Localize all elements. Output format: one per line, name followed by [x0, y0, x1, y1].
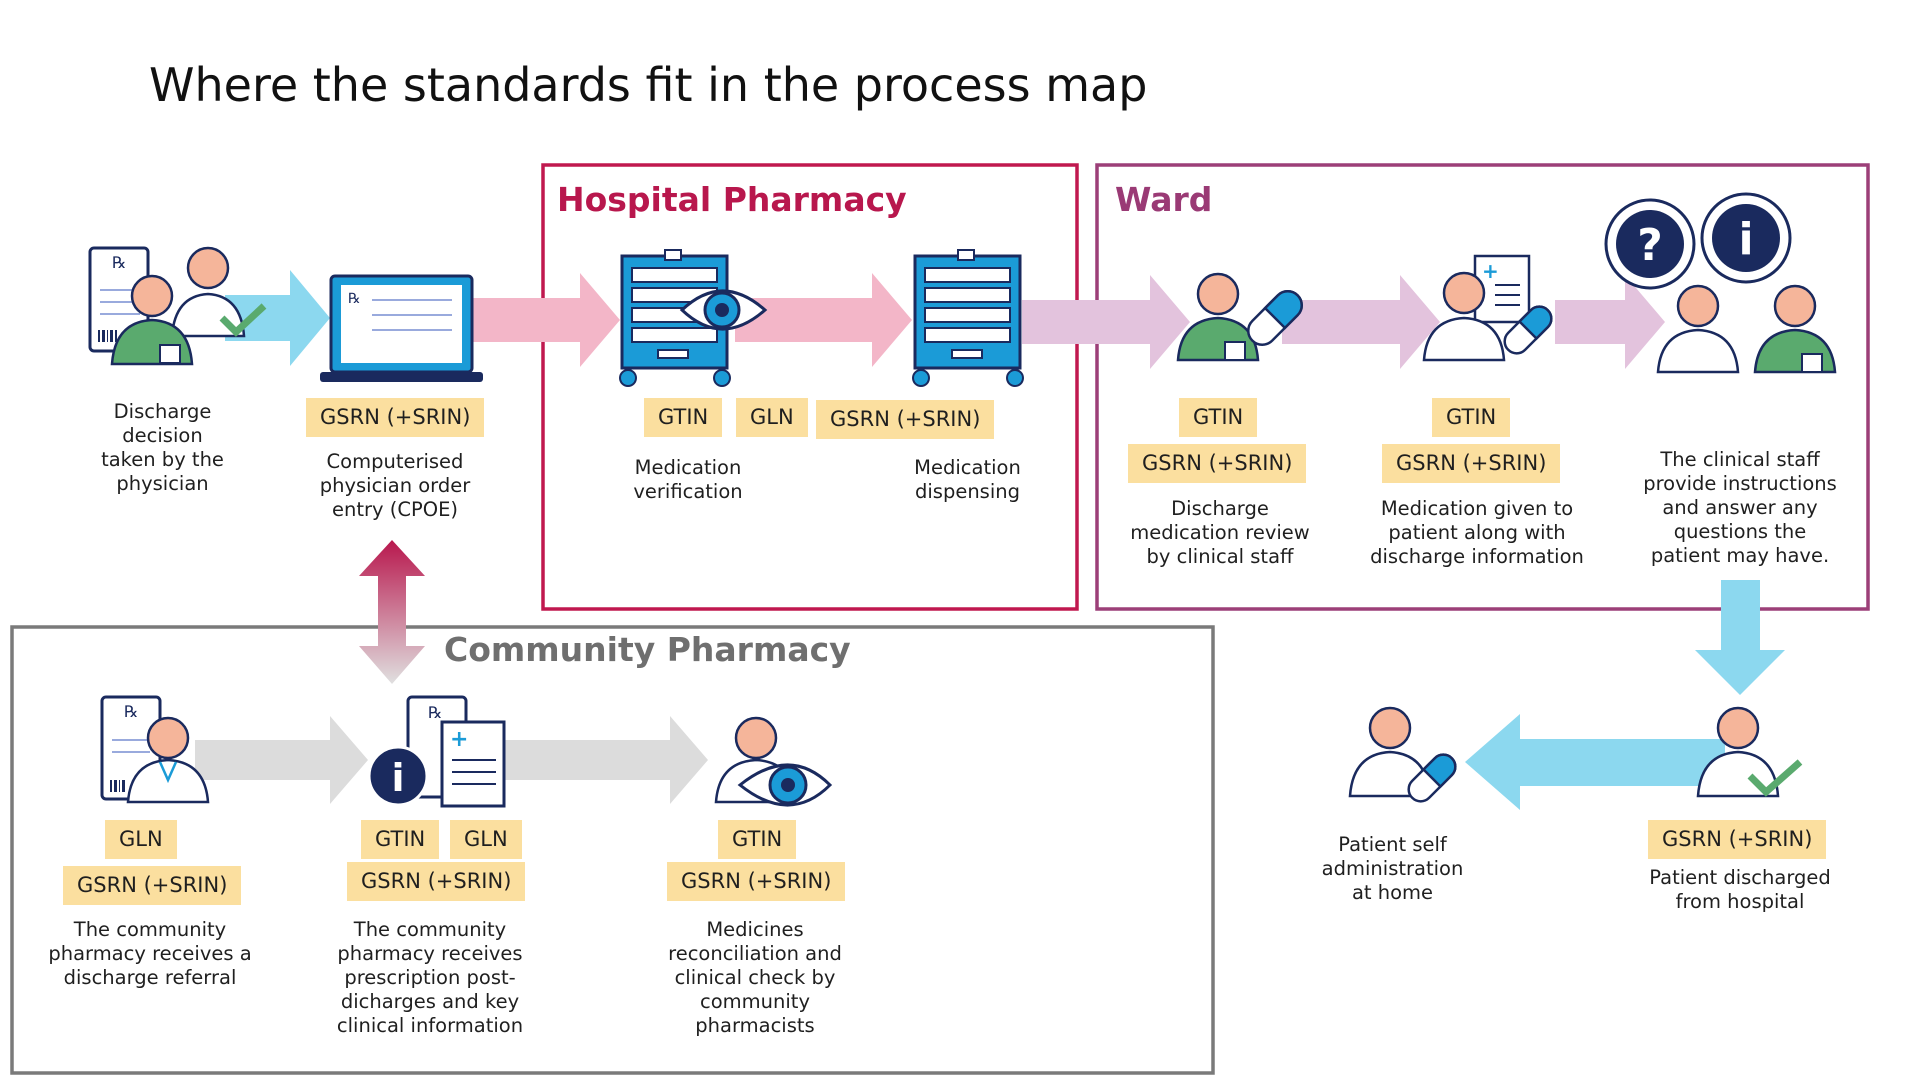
instructions-caption: The clinical staff provide instructions …: [1643, 448, 1837, 567]
pharmacist-prescription-icon: ℞: [100, 695, 210, 804]
svg-text:℞: ℞: [124, 702, 138, 721]
physician-with-prescription-icon: ℞: [88, 246, 267, 366]
flow-arrow-6: [1555, 275, 1665, 369]
given-caption: Medication given to patient along with d…: [1370, 497, 1584, 568]
svg-text:i: i: [391, 756, 404, 800]
documents-info-icon: ℞ + i: [367, 695, 506, 808]
staff-with-medicine-icon: [1176, 272, 1303, 362]
reconciliation-gsrn-tag: GSRN (+SRIN): [667, 862, 846, 901]
ward-frame: [1095, 163, 1870, 611]
review-caption: Discharge medication review by clinical …: [1130, 497, 1310, 568]
referral-gln-tag: GLN: [105, 820, 177, 859]
pharmacist-eye-icon: [714, 716, 833, 807]
verification-gtin-tag: GTIN: [644, 398, 723, 437]
verification-gln-tag: GLN: [736, 398, 808, 437]
prescription-caption: The community pharmacy receives prescrip…: [336, 918, 524, 1037]
bidirectional-arrow: [359, 540, 425, 684]
svg-text:+: +: [450, 727, 468, 752]
flow-arrow-2: [473, 273, 620, 367]
given-gsrn-tag: GSRN (+SRIN): [1382, 444, 1561, 483]
svg-text:℞: ℞: [348, 291, 361, 307]
flow-arrow-1: [225, 270, 330, 366]
flow-arrow-10: [505, 716, 708, 804]
flow-arrow-4: [1022, 275, 1190, 369]
flow-arrow-9: [195, 716, 368, 804]
ward-label: Ward: [1115, 180, 1213, 219]
prescription-gln-tag: GLN: [450, 820, 522, 859]
page-title: Where the standards fit in the process m…: [149, 58, 1148, 112]
reconciliation-gtin-tag: GTIN: [718, 820, 797, 859]
review-gsrn-tag: GSRN (+SRIN): [1128, 444, 1307, 483]
verification-caption: Medication verification: [633, 456, 743, 503]
discharge-decision-caption: Discharge decision taken by the physicia…: [101, 400, 224, 495]
flow-arrow-5: [1282, 275, 1440, 369]
community-pharmacy-label: Community Pharmacy: [444, 630, 851, 669]
referral-caption: The community pharmacy receives a discha…: [48, 918, 252, 989]
prescription-gsrn-tag: GSRN (+SRIN): [347, 862, 526, 901]
review-gtin-tag: GTIN: [1179, 398, 1258, 437]
laptop-prescription-icon: ℞: [320, 274, 483, 382]
community-pharmacy-frame: [10, 625, 1215, 1075]
discharged-gsrn-tag: GSRN (+SRIN): [1648, 820, 1827, 859]
reconciliation-caption: Medicines reconciliation and clinical ch…: [668, 918, 842, 1037]
hospital-pharmacy-frame: [541, 163, 1079, 611]
discharged-caption: Patient discharged from hospital: [1649, 866, 1831, 913]
given-gtin-tag: GTIN: [1432, 398, 1511, 437]
dispensing-gsrn-tag: GSRN (+SRIN): [816, 400, 995, 439]
dispensing-caption: Medication dispensing: [914, 456, 1021, 503]
svg-text:℞: ℞: [428, 703, 442, 722]
flow-arrow-8: [1465, 714, 1725, 810]
referral-gsrn-tag: GSRN (+SRIN): [63, 866, 242, 905]
svg-text:+: +: [1482, 259, 1499, 283]
self-administration-caption: Patient self administration at home: [1321, 833, 1464, 904]
svg-text:℞: ℞: [112, 253, 126, 272]
cpoe-gsrn-tag: GSRN (+SRIN): [306, 398, 485, 437]
hospital-pharmacy-label: Hospital Pharmacy: [557, 180, 907, 219]
patient-checkmark-icon: [1696, 706, 1803, 798]
patient-with-document-icon: +: [1422, 254, 1553, 362]
medicine-cabinet-icon: [912, 249, 1024, 387]
flow-arrow-3: [735, 273, 912, 367]
patient-with-pill-icon: [1348, 706, 1457, 803]
svg-text:i: i: [1738, 214, 1753, 265]
question-info-bubbles-icon: ? i: [1604, 192, 1837, 374]
prescription-gtin-tag: GTIN: [361, 820, 440, 859]
cpoe-caption: Computerised physician order entry (CPOE…: [319, 450, 471, 521]
svg-text:?: ?: [1637, 220, 1663, 271]
medicine-cabinet-eye-icon: [619, 249, 768, 387]
flow-arrow-7: [1695, 580, 1785, 695]
